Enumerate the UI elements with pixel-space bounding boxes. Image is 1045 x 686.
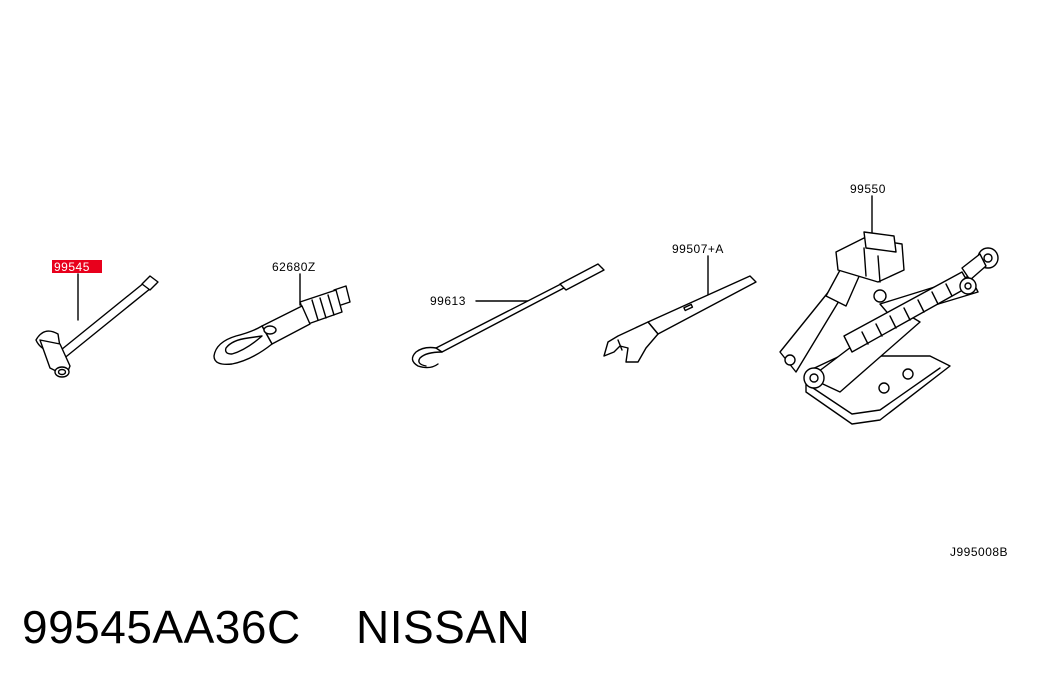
lug-wrench-part[interactable]: 99545 — [35, 260, 159, 378]
callout-tow-hook: 62680Z — [272, 260, 316, 274]
drawing-code: J995008B — [950, 545, 1008, 559]
wrench-part[interactable]: 99507+A — [603, 242, 757, 363]
brand-name: NISSAN — [356, 601, 531, 653]
part-number: 99545AA36C — [22, 601, 301, 653]
callout-wrench: 99507+A — [672, 242, 724, 256]
callout-jack: 99550 — [850, 182, 886, 196]
jack-rod-part[interactable]: 99613 — [411, 263, 605, 369]
callout-jack-rod: 99613 — [430, 294, 466, 308]
scissor-jack-part[interactable]: 99550 — [779, 182, 999, 425]
parts-diagram: 99545 62680Z 99613 99507+A — [35, 182, 1008, 559]
callout-lug-wrench: 99545 — [54, 260, 90, 274]
highlight-box — [52, 260, 102, 273]
tow-hook-part[interactable]: 62680Z — [213, 260, 351, 366]
